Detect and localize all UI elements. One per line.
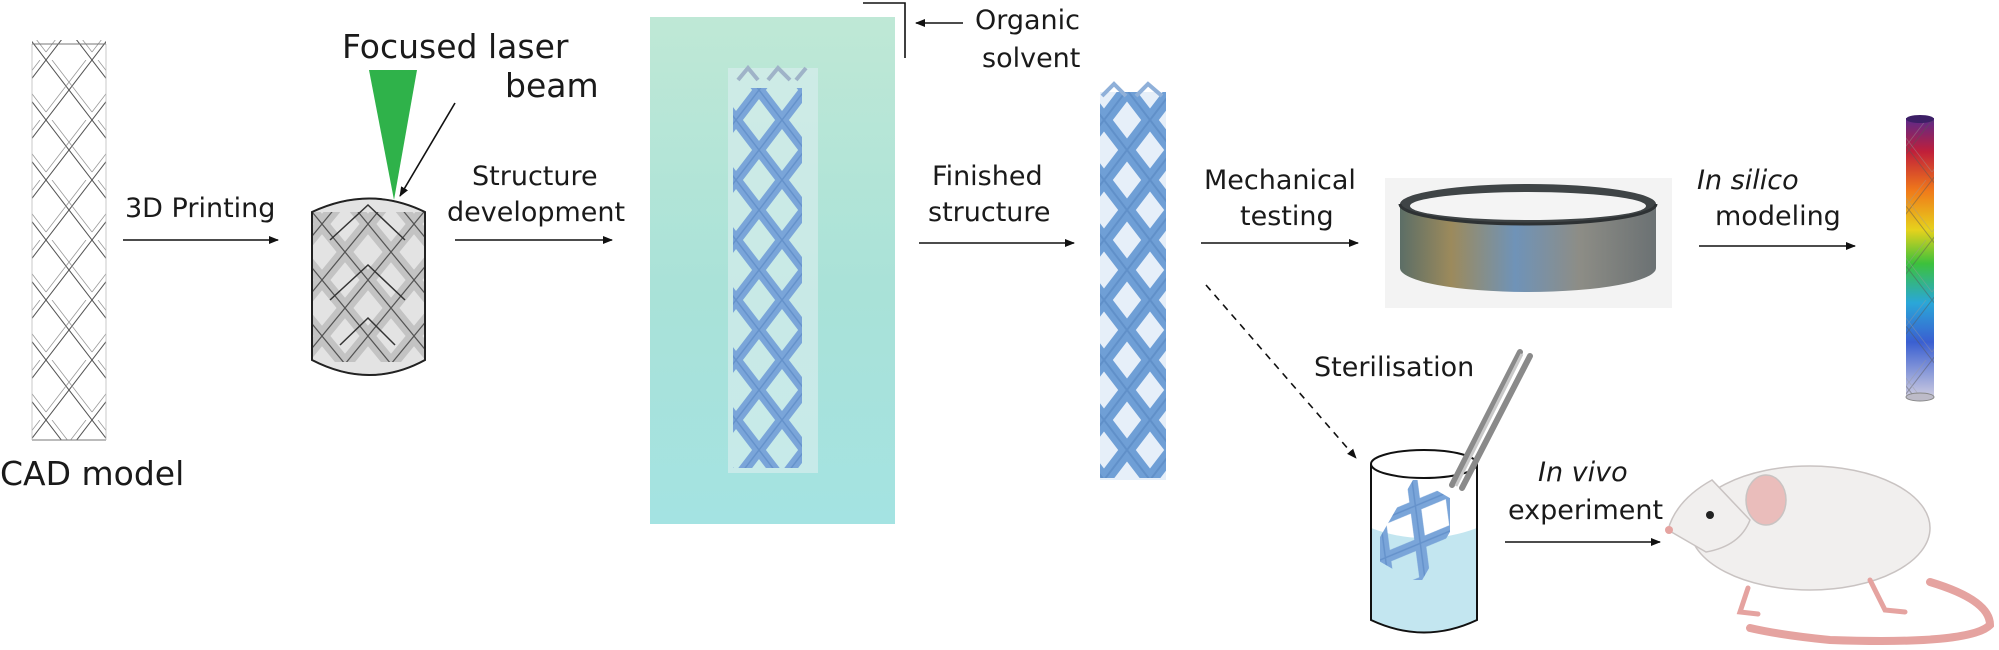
ring-sample-icon — [1385, 178, 1672, 308]
developing-stent-icon — [728, 64, 818, 473]
mechanical-label-line2: testing — [1240, 201, 1334, 232]
laser-beam-icon — [369, 70, 417, 200]
in-vivo-label: In vivo — [1538, 457, 1628, 488]
solvent-label-line2: solvent — [982, 43, 1081, 74]
laser-label-line1: Focused laser — [342, 27, 569, 66]
finished-label-line2: structure — [928, 197, 1051, 228]
sterilisation-label: Sterilisation — [1314, 352, 1475, 383]
rat-icon — [1665, 465, 1995, 645]
tweezers-icon — [1449, 349, 1533, 491]
finished-stent-icon — [1100, 81, 1166, 480]
rainbow-stent-icon — [1905, 115, 1935, 402]
solvent-label-line1: Organic — [975, 5, 1081, 36]
cad-model-label: CAD model — [0, 454, 185, 493]
in-silico-label: In silico — [1697, 165, 1799, 196]
development-label-line2: development — [447, 197, 626, 228]
printed-stent-icon — [311, 197, 426, 376]
finished-label-line1: Finished — [932, 161, 1043, 192]
mechanical-label-line1: Mechanical — [1204, 165, 1356, 196]
cad-stent-icon — [31, 40, 107, 441]
development-label-line1: Structure — [472, 161, 598, 192]
experiment-label: experiment — [1508, 495, 1664, 526]
printing-label: 3D Printing — [125, 193, 276, 224]
modeling-label: modeling — [1715, 201, 1841, 232]
laser-label-line2: beam — [505, 66, 599, 105]
beaker-icon — [1370, 449, 1478, 634]
